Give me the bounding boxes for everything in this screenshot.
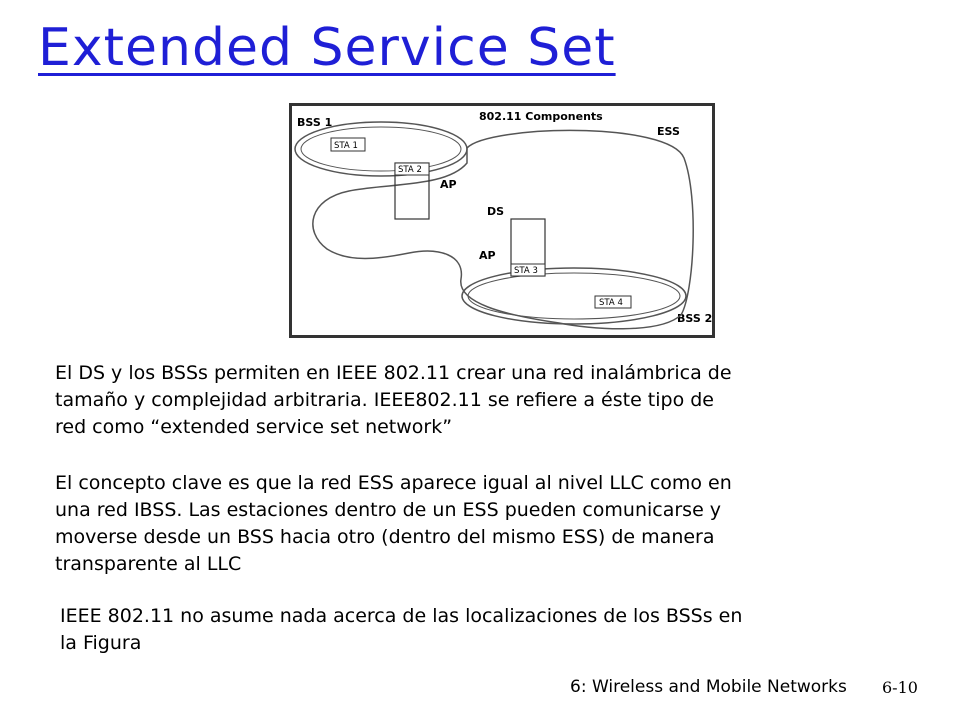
ess-label: ESS bbox=[657, 125, 680, 138]
paragraph-line: IEEE 802.11 no asume nada acerca de las … bbox=[60, 605, 743, 627]
page-number: 6-10 bbox=[882, 678, 918, 697]
paragraph-locations: IEEE 802.11 no asume nada acerca de las … bbox=[60, 603, 742, 657]
diagram-header: 802.11 Components bbox=[479, 110, 603, 123]
sta2-box bbox=[394, 162, 430, 176]
bss2-outer-ellipse bbox=[461, 267, 687, 325]
bss1-label: BSS 1 bbox=[297, 116, 332, 129]
sta3-label: STA 3 bbox=[514, 266, 538, 276]
bss1-inner-ellipse bbox=[300, 126, 462, 172]
paragraph-ds-bss: El DS y los BSSs permiten en IEEE 802.11… bbox=[55, 360, 732, 441]
sta1-box bbox=[330, 137, 366, 152]
ap-top-label: AP bbox=[440, 178, 457, 191]
sta2-label: STA 2 bbox=[398, 165, 422, 175]
bss2-inner-ellipse bbox=[467, 272, 681, 320]
paragraph-line: moverse desde un BSS hacia otro (dentro … bbox=[55, 526, 715, 548]
paragraph-line: El concepto clave es que la red ESS apar… bbox=[55, 472, 732, 494]
sta4-box bbox=[594, 295, 632, 309]
sta1-label: STA 1 bbox=[334, 141, 358, 151]
slide-title: Extended Service Set bbox=[38, 18, 616, 78]
ess-components-diagram: 802.11 Components BSS 1 ESS DS AP AP BSS… bbox=[289, 103, 715, 338]
bss2-label: BSS 2 bbox=[677, 312, 712, 325]
ess-boundary bbox=[312, 129, 694, 330]
paragraph-line: transparente al LLC bbox=[55, 553, 242, 575]
ap-bottom-label: AP bbox=[479, 249, 496, 262]
paragraph-line: El DS y los BSSs permiten en IEEE 802.11… bbox=[55, 362, 732, 384]
paragraph-line: red como “extended service set network” bbox=[55, 416, 453, 438]
paragraph-line: la Figura bbox=[60, 632, 142, 654]
paragraph-key-concept: El concepto clave es que la red ESS apar… bbox=[55, 470, 732, 578]
sta3-box bbox=[510, 263, 546, 277]
footer-chapter: 6: Wireless and Mobile Networks bbox=[570, 677, 847, 697]
paragraph-line: tamaño y complejidad arbitraria. IEEE802… bbox=[55, 389, 714, 411]
bss1-outer-ellipse bbox=[294, 121, 468, 177]
paragraph-line: una red IBSS. Las estaciones dentro de u… bbox=[55, 499, 722, 521]
sta4-label: STA 4 bbox=[599, 298, 623, 308]
ds-label: DS bbox=[487, 205, 504, 218]
